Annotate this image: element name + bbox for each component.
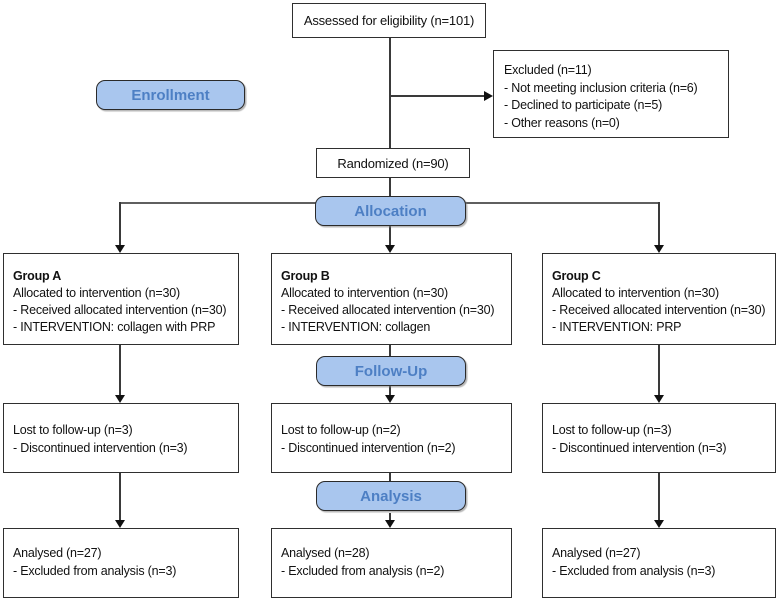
group-c-line: - INTERVENTION: PRP — [552, 320, 682, 334]
connector-analysis-label-to-analysed-b — [389, 513, 391, 521]
arrowhead-lost-b — [385, 395, 395, 403]
analysed-a-box: Analysed (n=27) - Excluded from analysis… — [3, 528, 239, 598]
connector-group-c-to-lost-c — [658, 345, 660, 396]
arrowhead-group-c — [654, 245, 664, 253]
arrowhead-lost-c — [654, 395, 664, 403]
stage-label-enrollment: Enrollment — [96, 80, 245, 110]
stage-label-allocation: Allocation — [315, 196, 466, 226]
group-a-line: - Received allocated intervention (n=30) — [13, 303, 227, 317]
randomized-box: Randomized (n=90) — [316, 148, 470, 178]
lost-c-line: - Discontinued intervention (n=3) — [552, 440, 727, 455]
connector-assessed-to-randomized — [389, 38, 391, 148]
analysed-a-line: Analysed (n=27) — [13, 546, 102, 560]
connector-group-b-to-followup-label — [389, 345, 391, 356]
connector-branch-to-group-c — [658, 202, 660, 246]
arrowhead-group-b — [385, 245, 395, 253]
connector-lost-c-to-analysed-c — [658, 473, 660, 521]
arrowhead-analysed-c — [654, 520, 664, 528]
group-a-line: - INTERVENTION: collagen with PRP — [13, 320, 216, 334]
analysed-b-box: Analysed (n=28) - Excluded from analysis… — [271, 528, 512, 598]
connector-allocation-to-group-b — [389, 226, 391, 246]
stage-label-followup: Follow-Up — [316, 356, 466, 386]
group-c-box: Group C Allocated to intervention (n=30)… — [542, 253, 776, 345]
excluded-item: - Declined to participate (n=5) — [504, 98, 663, 112]
group-c-title: Group C — [552, 269, 601, 283]
group-b-box: Group B Allocated to intervention (n=30)… — [271, 253, 512, 345]
stage-label-analysis-text: Analysis — [360, 487, 422, 505]
group-b-line: - Received allocated intervention (n=30) — [281, 303, 495, 317]
lost-a-line: - Discontinued intervention (n=3) — [13, 440, 188, 455]
analysed-b-line: Analysed (n=28) — [281, 546, 370, 560]
stage-label-followup-text: Follow-Up — [354, 362, 428, 380]
stage-label-allocation-text: Allocation — [354, 202, 427, 220]
arrowhead-lost-a — [115, 395, 125, 403]
lost-b-line: Lost to follow-up (n=2) — [281, 423, 401, 437]
analysed-c-line: - Excluded from analysis (n=3) — [552, 563, 716, 578]
connector-to-excluded — [390, 95, 484, 97]
arrowhead-analysed-a — [115, 520, 125, 528]
group-b-line: Allocated to intervention (n=30) — [281, 286, 448, 300]
arrowhead-group-a — [115, 245, 125, 253]
assessed-box: Assessed for eligibility (n=101) — [292, 3, 486, 38]
excluded-box: Excluded (n=11) - Not meeting inclusion … — [493, 50, 729, 138]
stage-label-enrollment-text: Enrollment — [131, 86, 210, 104]
excluded-item: - Not meeting inclusion criteria (n=6) — [504, 80, 698, 95]
group-a-title: Group A — [13, 269, 62, 283]
excluded-item: - Other reasons (n=0) — [504, 115, 620, 130]
lost-b-box: Lost to follow-up (n=2) - Discontinued i… — [271, 403, 512, 473]
connector-randomized-to-allocation — [389, 178, 391, 196]
group-c-line: Allocated to intervention (n=30) — [552, 286, 719, 300]
analysed-a-line: - Excluded from analysis (n=3) — [13, 563, 177, 578]
lost-a-box: Lost to follow-up (n=3) - Discontinued i… — [3, 403, 239, 473]
connector-lost-a-to-analysed-a — [119, 473, 121, 521]
lost-b-line: - Discontinued intervention (n=2) — [281, 440, 456, 455]
connector-group-a-to-lost-a — [119, 345, 121, 396]
connector-branch-to-group-a — [119, 202, 121, 246]
randomized-text: Randomized (n=90) — [337, 155, 449, 171]
group-a-line: Allocated to intervention (n=30) — [13, 286, 180, 300]
connector-followup-label-to-lost-b — [389, 386, 391, 396]
group-b-title: Group B — [281, 269, 330, 283]
assessed-text: Assessed for eligibility (n=101) — [303, 13, 475, 28]
arrowhead-analysed-b — [385, 520, 395, 528]
group-a-box: Group A Allocated to intervention (n=30)… — [3, 253, 239, 345]
group-b-line: - INTERVENTION: collagen — [281, 320, 431, 334]
stage-label-analysis: Analysis — [316, 481, 466, 511]
analysed-c-line: Analysed (n=27) — [552, 546, 641, 560]
analysed-b-line: - Excluded from analysis (n=2) — [281, 563, 445, 578]
lost-c-box: Lost to follow-up (n=3) - Discontinued i… — [542, 403, 776, 473]
analysed-c-box: Analysed (n=27) - Excluded from analysis… — [542, 528, 776, 598]
connector-lost-b-to-analysis-label — [389, 473, 391, 482]
excluded-title: Excluded (n=11) — [504, 63, 592, 77]
group-c-line: - Received allocated intervention (n=30) — [552, 303, 766, 317]
lost-a-line: Lost to follow-up (n=3) — [13, 423, 133, 437]
arrowhead-excluded — [484, 91, 493, 101]
lost-c-line: Lost to follow-up (n=3) — [552, 423, 672, 437]
